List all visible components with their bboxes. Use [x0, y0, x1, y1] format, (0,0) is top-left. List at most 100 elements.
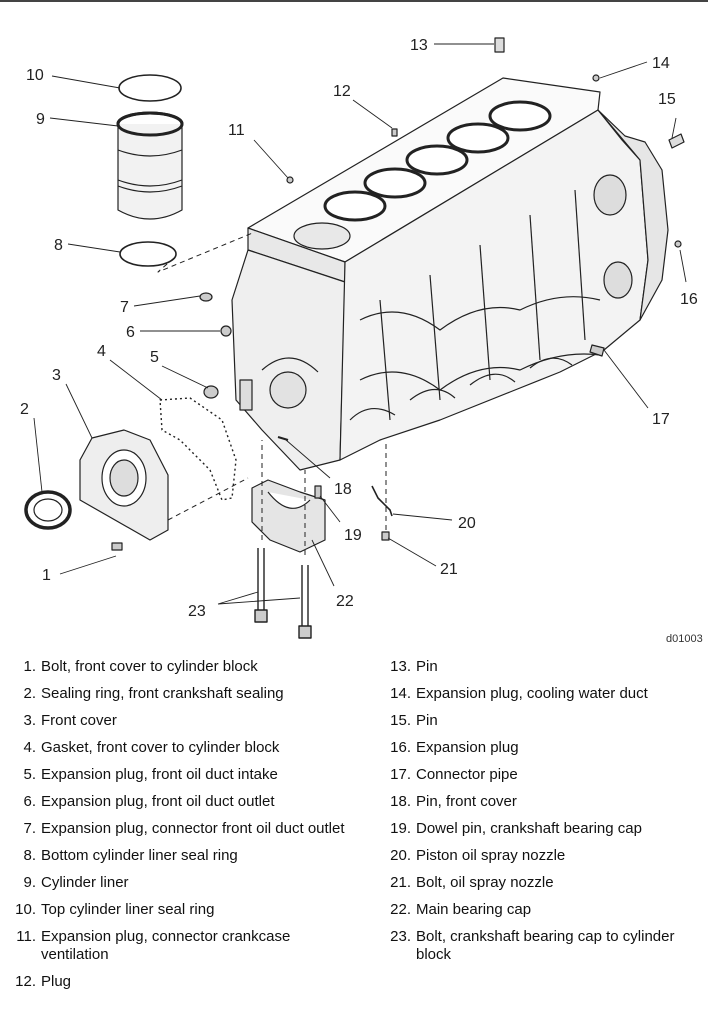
- callout-11: 11: [228, 122, 245, 139]
- callout-17: 17: [652, 411, 670, 428]
- legend-number: 22.: [390, 901, 411, 918]
- cylinder-liner: [116, 111, 184, 220]
- callout-8: 8: [54, 237, 63, 254]
- leader-lines: [33, 43, 687, 605]
- legend-item: 9. Cylinder liner: [8, 874, 353, 892]
- legend-item: 1.Bolt, front cover to cylinder block: [8, 658, 353, 676]
- liner-seal-ring-top: [118, 74, 182, 102]
- legend-number: 6.: [23, 793, 36, 810]
- legend-column-left: 1.Bolt, front cover to cylinder block 2.…: [8, 658, 353, 1000]
- callout-3: 3: [52, 367, 61, 384]
- legend-text: Main bearing cap: [416, 901, 532, 918]
- legend-text: Gasket, front cover to cylinder block: [41, 739, 280, 756]
- legend-text: Bottom cylinder liner seal ring: [41, 847, 238, 864]
- legend-number: 4.: [23, 739, 36, 756]
- legend-number: 3.: [23, 712, 36, 729]
- legend-number: 21.: [390, 874, 411, 891]
- legend-number: 5.: [23, 766, 36, 783]
- callout-22: 22: [336, 593, 354, 610]
- legend-text: Bolt, crankshaft bearing cap to cylinder…: [416, 928, 675, 963]
- legend-item: 3. Front cover: [8, 712, 353, 730]
- figure-reference: d01003: [666, 633, 703, 645]
- legend-text: Piston oil spray nozzle: [416, 847, 566, 864]
- cylinder-block-exploded-diagram: 1 2 3 4 5 6 7 8 9 10 11 12 13 14 15 16 1…: [20, 37, 703, 645]
- callout-9: 9: [36, 111, 45, 128]
- legend-text: Expansion plug: [416, 739, 519, 756]
- front-cover: [79, 429, 169, 541]
- callout-20: 20: [458, 515, 476, 532]
- bearing-cap-bolts: [254, 548, 312, 639]
- legend-item: 4. Gasket, front cover to cylinder block: [8, 739, 353, 757]
- legend-text: Expansion plug, front oil duct intake: [41, 766, 278, 783]
- callout-numbers: 1 2 3 4 5 6 7 8 9 10 11 12 13 14 15 16 1…: [20, 37, 703, 645]
- legend-item: 6. Expansion plug, front oil duct outlet: [8, 793, 353, 811]
- front-cover-gasket: [159, 397, 237, 501]
- callout-7: 7: [120, 299, 129, 316]
- legend-column-right: 13.Pin 14.Expansion plug, cooling water …: [383, 658, 703, 973]
- main-bearing-cap: [251, 479, 326, 553]
- legend-number: 16.: [390, 739, 411, 756]
- legend-item: 16. Expansion plug: [383, 739, 703, 757]
- liner-seal-ring-bottom: [119, 241, 177, 267]
- legend-item: 17.Connector pipe: [383, 766, 703, 784]
- legend-item: 13. Pin: [383, 658, 703, 676]
- legend-item: 2. Sealing ring, front crankshaft sealing: [8, 685, 353, 703]
- legend-number: 13.: [390, 658, 411, 675]
- legend-text: Pin, front cover: [416, 793, 517, 810]
- legend-number: 11.: [16, 928, 36, 945]
- legend-number: 8.: [23, 847, 36, 864]
- legend-number: 2.: [23, 685, 36, 702]
- callout-15: 15: [658, 91, 676, 108]
- callout-6: 6: [126, 324, 135, 341]
- legend-text: Plug: [41, 973, 72, 990]
- callout-19: 19: [344, 527, 362, 544]
- front-crankshaft-seal: [24, 490, 72, 530]
- legend-item: 20. Piston oil spray nozzle: [383, 847, 703, 865]
- legend-text: Top cylinder liner seal ring: [41, 901, 215, 918]
- piston-oil-spray-nozzle: [371, 485, 393, 517]
- legend-text: Expansion plug, connector front oil duct…: [41, 820, 345, 837]
- dowel-pin: [314, 485, 322, 499]
- cylinder-bores: [293, 100, 552, 250]
- callout-5: 5: [150, 349, 159, 366]
- legend-item: 12.Plug: [8, 973, 353, 991]
- callout-18: 18: [334, 481, 352, 498]
- callout-10: 10: [26, 67, 44, 84]
- oil-spray-nozzle-bolt: [381, 531, 390, 541]
- legend-item: 10. Top cylinder liner seal ring: [8, 901, 353, 919]
- callout-16: 16: [680, 291, 698, 308]
- callout-1: 1: [42, 567, 51, 584]
- legend-text: Pin: [416, 712, 438, 729]
- connector-pipe: [589, 344, 605, 357]
- legend-text: Front cover: [41, 712, 117, 729]
- legend-text: Cylinder liner: [41, 874, 129, 891]
- legend-number: 7.: [23, 820, 36, 837]
- legend-number: 20.: [390, 847, 411, 864]
- callout-14: 14: [652, 55, 670, 72]
- legend-item: 18. Pin, front cover: [383, 793, 703, 811]
- expansion-plugs: [199, 74, 682, 399]
- legend-item: 11. Expansion plug, connector crankcase v…: [8, 928, 353, 964]
- callout-2: 2: [20, 401, 29, 418]
- legend-item: 19.Dowel pin, crankshaft bearing cap: [383, 820, 703, 838]
- top-rule: [0, 0, 708, 2]
- legend-number: 9.: [23, 874, 36, 891]
- legend-item: 21.Bolt, oil spray nozzle: [383, 874, 703, 892]
- legend-text: Bolt, front cover to cylinder block: [41, 658, 258, 675]
- legend-number: 18.: [390, 793, 411, 810]
- legend-item: 22. Main bearing cap: [383, 901, 703, 919]
- legend-number: 10.: [15, 901, 36, 918]
- legend-number: 23.: [390, 928, 411, 945]
- legend-text: Expansion plug, front oil duct outlet: [41, 793, 275, 810]
- legend-number: 14.: [390, 685, 411, 702]
- legend-text: Pin: [416, 658, 438, 675]
- legend-text: Sealing ring, front crankshaft sealing: [41, 685, 284, 702]
- callout-13: 13: [410, 37, 428, 54]
- front-cover-bolt: [111, 542, 123, 551]
- legend-item: 8. Bottom cylinder liner seal ring: [8, 847, 353, 865]
- callout-23: 23: [188, 603, 206, 620]
- legend-text: Dowel pin, crankshaft bearing cap: [416, 820, 642, 837]
- callout-21: 21: [440, 561, 458, 578]
- legend-item: 15.Pin: [383, 712, 703, 730]
- legend-text: Expansion plug, connector crankcase vent…: [41, 928, 291, 963]
